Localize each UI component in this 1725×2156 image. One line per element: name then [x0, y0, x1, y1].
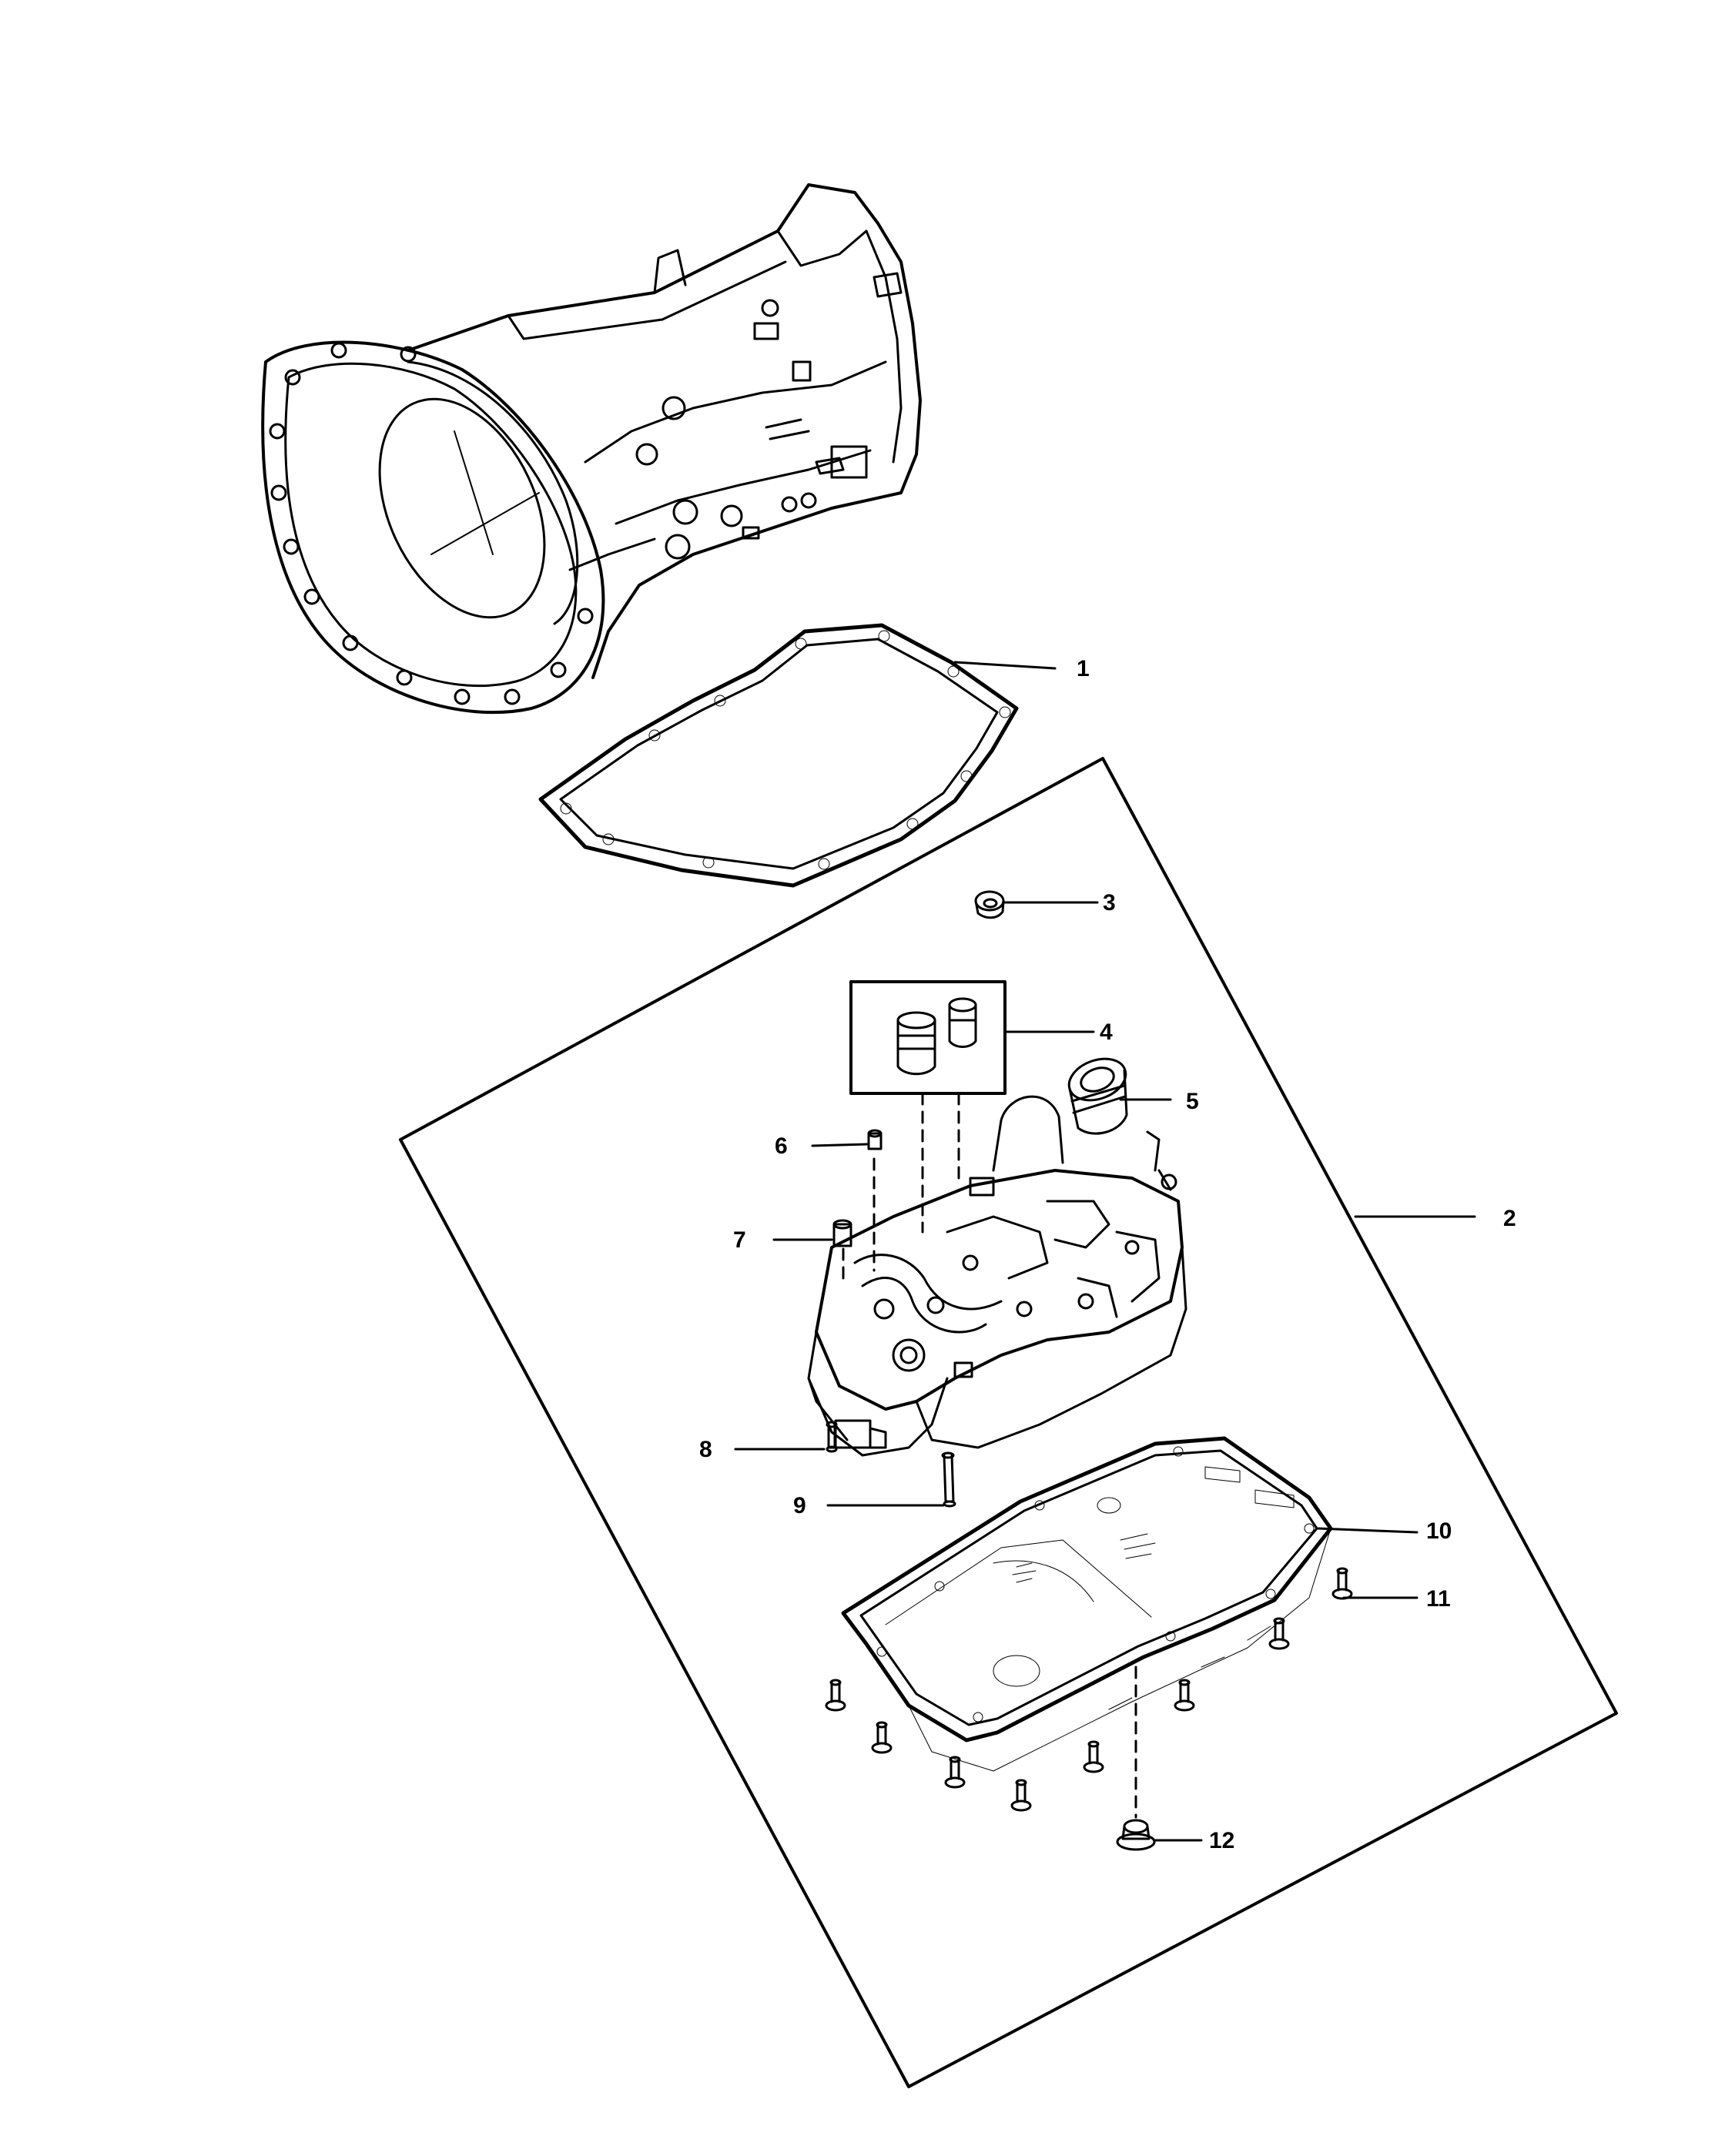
- plug-part-3: [974, 890, 1005, 919]
- pan-bolt: [944, 1756, 966, 1789]
- callout-labels: 1 2 3 4 5 6 7 8 9 10 11 12: [699, 656, 1516, 1853]
- callout-9: 9: [793, 1493, 806, 1518]
- pan-bolt: [1174, 1679, 1195, 1712]
- callout-5: 5: [1186, 1089, 1199, 1114]
- callout-1: 1: [1077, 656, 1090, 681]
- pan-bolt: [1083, 1740, 1104, 1773]
- leader-1: [953, 661, 1057, 670]
- leader-lines: [734, 661, 1476, 1842]
- pan-gasket-part-1: [538, 623, 1019, 888]
- callout-3: 3: [1103, 890, 1116, 916]
- connector-sleeve-part-5: [1067, 1057, 1128, 1135]
- callout-7: 7: [733, 1227, 746, 1253]
- valve-body-kit-frame: [399, 757, 1618, 2088]
- drain-plug-part-12: [1116, 1819, 1156, 1851]
- oil-pan-part-10: [841, 1436, 1333, 1772]
- pin-part-6: [867, 1129, 883, 1150]
- kit-dashed-leaders: [842, 1092, 960, 1280]
- seal-kit-part-4: [849, 980, 1007, 1095]
- leader-10: [1317, 1527, 1419, 1534]
- callout-11: 11: [1426, 1586, 1451, 1612]
- pan-bolts-part-11: [825, 1567, 1353, 1812]
- pan-bolt: [1010, 1779, 1032, 1812]
- callout-6: 6: [775, 1133, 788, 1159]
- pan-bolt: [1331, 1567, 1353, 1600]
- callout-4: 4: [1100, 1019, 1113, 1045]
- bolt-part-9: [941, 1451, 956, 1508]
- valve-body-assembly: [807, 1095, 1187, 1457]
- callout-2: 2: [1503, 1206, 1516, 1231]
- transmission-case: [261, 183, 922, 715]
- pin-part-7: [832, 1219, 852, 1247]
- callout-10: 10: [1426, 1518, 1452, 1544]
- leader-6: [811, 1143, 869, 1147]
- pan-bolt: [871, 1721, 893, 1754]
- callout-8: 8: [699, 1437, 712, 1462]
- callout-12: 12: [1209, 1828, 1234, 1853]
- pan-bolt: [825, 1679, 846, 1712]
- pan-bolt: [1268, 1617, 1290, 1650]
- bolt-part-8: [826, 1421, 838, 1453]
